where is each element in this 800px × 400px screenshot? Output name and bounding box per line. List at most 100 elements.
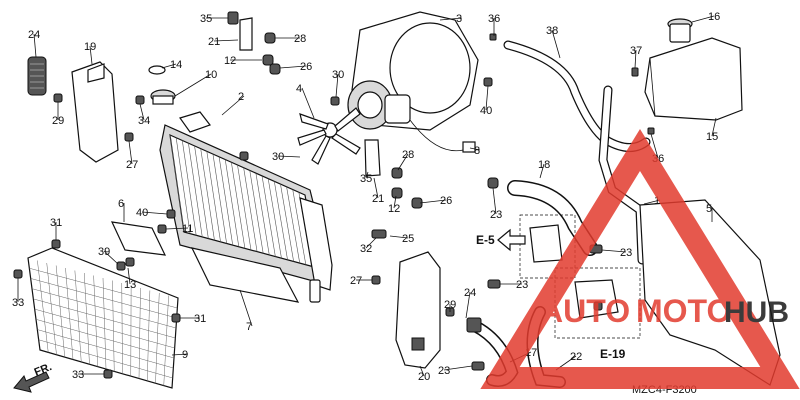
leader-line — [389, 235, 409, 239]
fan-motor — [347, 80, 476, 153]
callout-10: 10 — [205, 69, 217, 81]
leader-line — [397, 153, 409, 171]
callout-33: 33 — [72, 369, 84, 381]
grille-mesh-line — [35, 319, 175, 359]
grille-mesh-line — [33, 298, 176, 339]
radiator-fin — [280, 184, 294, 262]
callout-14: 14 — [170, 59, 182, 71]
side-cover-left — [71, 61, 119, 163]
callout-8: 8 — [474, 145, 480, 157]
callout-33: 33 — [12, 297, 24, 309]
bracket-6 — [110, 221, 167, 256]
radiator-fin — [243, 167, 258, 252]
grille-mesh-line — [74, 270, 82, 362]
radiator-fin — [292, 189, 307, 265]
callout-15: 15 — [706, 131, 718, 143]
grille-mesh-line — [31, 288, 177, 329]
radiator-fin — [261, 175, 276, 257]
callout-26: 26 — [300, 61, 312, 73]
callout-23: 23 — [438, 365, 450, 377]
callout-26: 26 — [440, 195, 452, 207]
pump-area — [519, 214, 641, 339]
callout-12: 12 — [388, 203, 400, 215]
callout-31: 31 — [194, 313, 206, 325]
watermark-hub: HUB — [724, 296, 789, 329]
leader-line — [213, 39, 239, 42]
callout-29: 29 — [52, 115, 64, 127]
callout-35: 35 — [360, 173, 372, 185]
grille-mesh-line — [46, 262, 57, 355]
radiator-fin — [212, 154, 227, 244]
radiator-fin — [194, 145, 209, 239]
leader-line — [89, 45, 93, 65]
grille-mesh-line — [38, 339, 173, 379]
grille-mesh-line — [163, 295, 169, 386]
callout-13: 13 — [124, 279, 136, 291]
leader-line — [439, 17, 463, 21]
radiator-fin — [181, 140, 197, 236]
radiator-core — [169, 134, 319, 269]
radiator-fin — [267, 178, 282, 259]
grille-mesh-line — [93, 275, 98, 367]
center-cover — [395, 251, 441, 369]
leader-line — [165, 227, 189, 230]
section-ref-e19-label: E-19 — [600, 347, 626, 361]
pad-24 — [27, 56, 47, 96]
section-ref-e19: E-19 — [600, 347, 626, 361]
callout-28: 28 — [402, 149, 414, 161]
callout-30: 30 — [272, 151, 284, 163]
leader-line — [171, 353, 189, 356]
callout-40: 40 — [480, 105, 492, 117]
grille-mesh-line — [155, 292, 160, 384]
leader-line — [174, 73, 212, 97]
callout-21: 21 — [372, 193, 384, 205]
leader-line — [650, 133, 659, 159]
callout-25: 25 — [402, 233, 414, 245]
leader-line — [443, 365, 473, 371]
leader-line — [301, 87, 315, 119]
callout-2: 2 — [238, 91, 244, 103]
leader-line — [634, 49, 637, 69]
leader-line — [279, 65, 307, 69]
callout-27: 27 — [126, 159, 138, 171]
callout-19: 19 — [84, 41, 96, 53]
grille-mesh-line — [37, 329, 174, 369]
leader-line — [128, 140, 133, 165]
watermark-logo: AUTO MOTO HUB — [480, 128, 800, 389]
callout-22: 22 — [570, 351, 582, 363]
leader-line — [643, 199, 661, 205]
radiator-fin — [255, 173, 270, 255]
radiator-fin — [218, 156, 234, 246]
leader-line — [469, 147, 481, 151]
radiator-fin — [188, 143, 203, 237]
leader-line — [335, 73, 339, 98]
grille-mesh-line — [121, 282, 123, 374]
radiator-fin — [249, 170, 264, 254]
grille-mesh-line — [147, 290, 151, 381]
callout-20: 20 — [418, 371, 430, 383]
callout-4: 4 — [296, 83, 302, 95]
leader-line — [127, 267, 131, 285]
leader-line — [139, 103, 145, 121]
leader-line — [601, 249, 627, 253]
hose-38 — [503, 40, 651, 152]
callout-29: 29 — [444, 299, 456, 311]
radiator-fin — [286, 186, 301, 264]
callout-36: 36 — [488, 13, 500, 25]
leader-line — [711, 117, 717, 137]
grille-mesh-line — [112, 280, 115, 372]
grille-mesh-line — [65, 267, 74, 360]
grille-mesh-line — [55, 265, 65, 358]
callout-27: 27 — [350, 275, 362, 287]
leader-line — [485, 85, 489, 111]
callout-34: 34 — [138, 115, 150, 127]
callout-5: 5 — [706, 203, 712, 215]
callout-21: 21 — [208, 36, 220, 48]
callout-23: 23 — [516, 279, 528, 291]
radiator — [159, 111, 333, 303]
leader-line — [419, 365, 425, 377]
leader-line — [373, 177, 379, 199]
callout-24: 24 — [464, 287, 476, 299]
callout-38: 38 — [546, 25, 558, 37]
